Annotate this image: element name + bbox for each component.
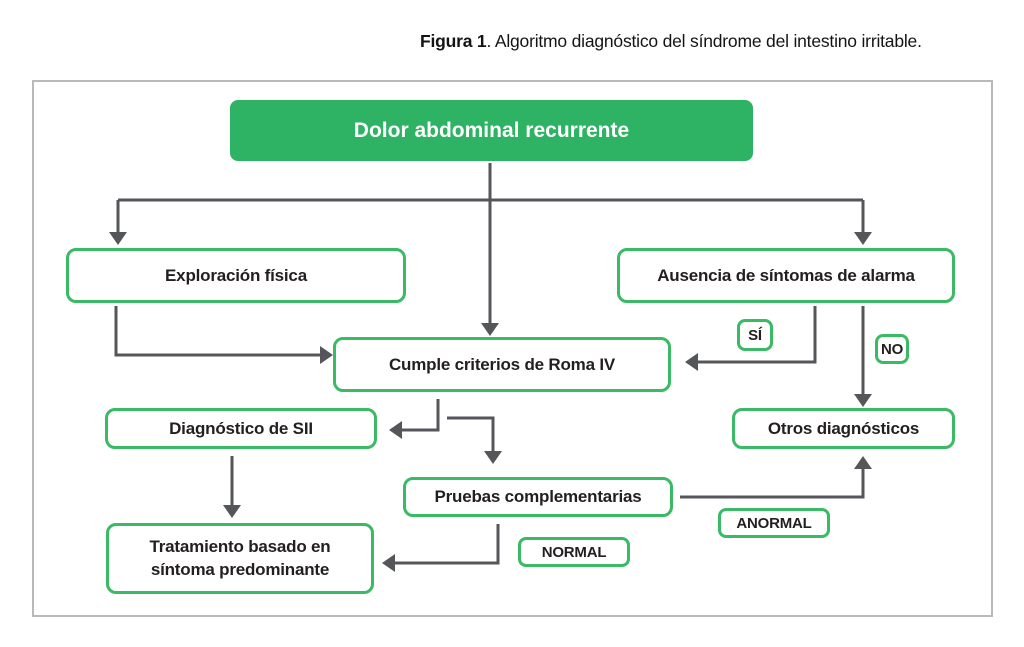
arrow-anormal-to-otros: [680, 468, 865, 499]
arrowhead-cumple-to-diagnostico: [389, 421, 402, 439]
arrowhead-branch-right: [854, 232, 872, 245]
node-pruebas-complementarias: Pruebas complementarias: [403, 477, 673, 517]
figure-caption-text: . Algoritmo diagnóstico del síndrome del…: [486, 31, 922, 51]
node-ausencia-sintomas-alarma: Ausencia de síntomas de alarma: [617, 248, 955, 303]
node-otros-diagnosticos: Otros diagnósticos: [732, 408, 955, 449]
figure-caption: Figura 1. Algoritmo diagnóstico del sínd…: [420, 31, 922, 52]
node-cumple-criterios-roma-iv: Cumple criterios de Roma IV: [333, 337, 671, 392]
node-diagnostico-sii: Diagnóstico de SII: [105, 408, 377, 449]
node-exploracion-fisica: Exploración física: [66, 248, 406, 303]
arrow-cumple-to-pruebas: [447, 416, 495, 452]
arrowhead-branch-left: [109, 232, 127, 245]
arrowhead-si-to-cumple: [685, 353, 698, 371]
label-no: NO: [875, 334, 909, 364]
arrowhead-root-to-cumple: [481, 323, 499, 336]
arrowhead-exploracion-to-cumple: [320, 346, 333, 364]
arrow-normal-to-tratamiento: [394, 524, 500, 565]
node-dolor-abdominal-recurrente: Dolor abdominal recurrente: [230, 100, 753, 161]
label-anormal: ANORMAL: [718, 508, 830, 538]
label-normal: NORMAL: [518, 537, 630, 567]
figure-caption-number: Figura 1: [420, 31, 487, 51]
arrowhead-normal-to-tratamiento: [382, 554, 395, 572]
arrow-exploracion-to-cumple: [114, 306, 321, 357]
arrowhead-cumple-to-pruebas: [484, 451, 502, 464]
label-si: SÍ: [737, 319, 773, 351]
node-tratamiento-sintoma-predominante: Tratamiento basado en síntoma predominan…: [106, 523, 374, 594]
arrow-cumple-to-diagnostico: [401, 399, 440, 432]
arrowhead-no-to-otros: [854, 394, 872, 407]
arrowhead-diagnostico-to-tratamiento: [223, 505, 241, 518]
arrow-si-to-cumple: [697, 306, 817, 364]
arrowhead-anormal-to-otros: [854, 456, 872, 469]
